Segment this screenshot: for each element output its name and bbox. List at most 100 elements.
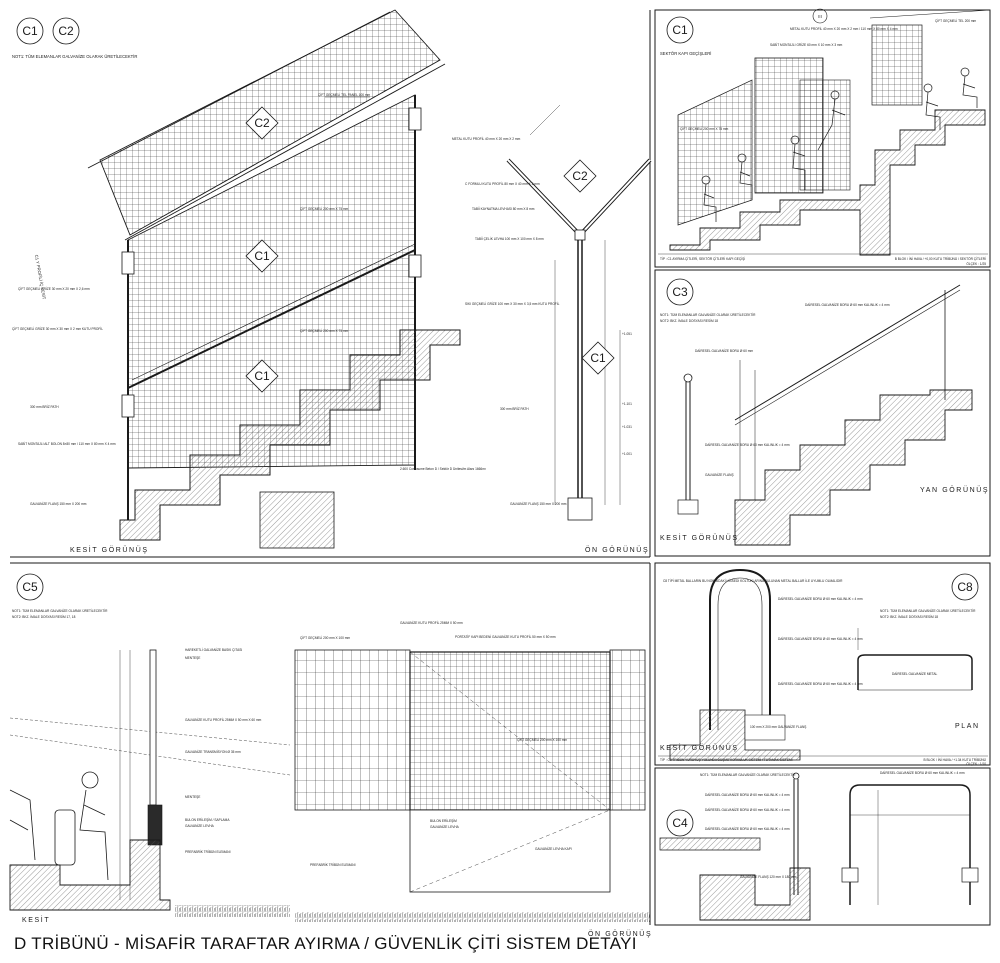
sheet-frames: [10, 9, 991, 926]
callout: ÇİFT GEÇMELİ GRİZE 30 mm X 30 mm X 2 mm …: [12, 326, 103, 331]
c1-front-tag: C1: [590, 351, 606, 365]
callout: ÇİFT GEÇMELİ 200 mm X 75 mm: [680, 126, 729, 131]
level-mark: +1.101: [622, 402, 632, 406]
callout: ÇİFT GEÇMELİ 200 mm X 100 mm: [517, 737, 567, 742]
callout: ÇİFT GEÇMELİ GRİZE 30 mm X 20 mm X 2,6 m…: [18, 286, 90, 291]
sheet5-callouts: C8 TİPİ METAL BALLARIN BU NOKTADAKİ HİSS…: [663, 578, 937, 729]
callout: DAİRESEL GALVANİZE BORU Ø 60 mm KALINLIK…: [778, 681, 863, 686]
sheet1-tag1: C1: [22, 24, 38, 38]
callout: ÇİFT GEÇMELİ TEL PANEL 100 mm: [318, 92, 371, 97]
sheet2-footer-left: TİP : C1 AYIRMA ÇİTLERİ, SEKTÖR ÇİTLERİ …: [660, 256, 745, 261]
callout: DAİRESEL GALVANİZE BORU Ø 40 mm KALINLIK…: [778, 636, 863, 641]
sheet-c5: C5 NOT1: TÜM ELEMANLAR GALVANİZE OLARAK …: [9, 573, 652, 938]
callout: GALVANİZE LEVHA: [430, 824, 460, 829]
callout: GALVANİZE FLANŞ 150 mm X 200 mm: [510, 501, 567, 506]
c1-stairs-section: [119, 329, 461, 541]
legend-hatch-swatch: [259, 491, 335, 549]
sheet4-section-label: KESİT: [22, 915, 50, 924]
callout: C FORMLU KUTU PROFİL 80 mm X 40 mm X 2 m…: [465, 181, 540, 186]
sheet1-scale-note: 2.600 Corrosume Beton D / Sektör D Ünite…: [400, 467, 486, 471]
callout: PREFABRİK TRİBÜN ELEMANI: [310, 862, 356, 867]
c2-front-tag: C2: [572, 169, 588, 183]
sheet5-tag: C8: [957, 580, 973, 594]
sheet1-tag2: C2: [58, 24, 74, 38]
sheet1-callouts: ÇİFT GEÇMELİ TEL PANEL 100 mm METAL KUTU…: [12, 92, 521, 506]
callout: DAİRESEL GALVANİZE BORU Ø 60 mm: [695, 348, 753, 353]
sheet-c4: C4 NOT1: TÜM ELEMANLAR GALVANİZE OLARAK …: [659, 770, 979, 921]
callout: MENTEŞE: [185, 656, 200, 660]
callout: GALVANİZE TRANSMİSYON Ø 35 mm: [185, 749, 241, 754]
callout: ÇİFT GEÇMELİ 200 mm X 75 mm: [300, 206, 349, 211]
callout: 300 mm BRİZ PATH: [30, 404, 59, 409]
sheet3-note2: NOT2: BKZ. İMALE DOSYASI RESİM 18: [660, 318, 718, 323]
front-view-callouts: C FORMLU KUTU PROFİL 80 mm X 40 mm X 2 m…: [465, 181, 632, 506]
c1-fence-panel: [121, 94, 422, 520]
callout: GALVANİZE KUTU PROFİL 25MM X 50 mm X 60 …: [185, 717, 262, 722]
callout: SIKI GEÇMELİ GRİZE 100 mm X 30 mm X 3,5 …: [465, 301, 560, 306]
sheet3-note1: NOT1: TÜM ELEMANLAR GALVANİZE OLARAK ÜRE…: [660, 312, 756, 317]
c1-lower-tag: C1: [254, 369, 270, 383]
spectator-figures: [701, 67, 978, 222]
callout: DAİRESEL GALVANİZE BORU Ø 60 mm KALINLIK…: [705, 807, 790, 812]
sheet6-note1: NOT1: TÜM ELEMANLAR GALVANİZE OLARAK ÜRE…: [700, 772, 796, 777]
callout: DAİRESEL GALVANİZE BORU Ø 60 mm KALINLIK…: [778, 596, 863, 601]
callout: DAİRESEL GALVANİZE BORU Ø 60 mm KALINLIK…: [705, 792, 790, 797]
sheet5-plan-label: PLAN: [955, 723, 980, 730]
sheet5-footer-left: TİP : C8 TRİBÜN YÜRÜYÜŞ YOLUNDA DÜŞME KO…: [660, 757, 793, 762]
callout: DAİRESEL GALVANİZE BORU Ø 60 mm KALINLIK…: [705, 826, 790, 831]
sheet2-footer-code: ÖLÇEK : 1/25: [966, 262, 986, 266]
callout: DAİRESEL GALVANİZE BORU Ø 60 mm KALINLIK…: [880, 770, 965, 775]
sheet3-side-label: YAN GÖRÜNÜŞ: [920, 486, 989, 494]
level-mark: +1.031: [622, 425, 632, 429]
callout: HAREKETLİ GALVANİZE BASKI ÇITASI: [185, 647, 242, 652]
callout: METAL KUTU PROFİL 40 mm X 20 mm X 2 mm: [452, 136, 521, 141]
callout: DAİRESEL GALVANİZE BORU Ø 60 mm KALINLIK…: [805, 302, 890, 307]
callout: TABİİ KAYNATMA LEVHASI 80 mm X 8 mm: [472, 206, 535, 211]
callout: GALVANİZE KUTU PROFİL 25MM X 50 mm: [400, 620, 463, 625]
callout: DAİRESEL GALVANİZE BORU Ø 60 mm KALINLIK…: [705, 442, 790, 447]
sheet5-footer-right: B BLOK / İNİ HAVA / +1.34 KUTU TRİBÜNÜ: [924, 757, 987, 762]
sheet5-note2: NOT2: BKZ. İMALE DOSYASI RESİM 18: [880, 614, 938, 619]
callout: ÇİFT GEÇMELİ 200 mm X 75 mm: [300, 328, 349, 333]
sheet3-section-label: KESİT GÖRÜNÜŞ: [660, 533, 739, 542]
c2-mid-tag: C2: [254, 116, 270, 130]
diamond-tags: [245, 106, 279, 393]
sheet1-front-label: ÖN GÖRÜNÜŞ: [585, 546, 649, 554]
sheet-c8: C8 NOT1: TÜM ELEMANLAR GALVANİZE OLARAK …: [658, 568, 988, 766]
callout: MENTEŞE: [185, 795, 200, 799]
sheet5-footer-code: ÖLÇEK : 1/10: [966, 762, 986, 766]
callout: ÇİFT GEÇMELİ 200 mm X 100 mm: [300, 635, 350, 640]
callout: PREFABRİK TRİBÜN ELEMANI: [185, 849, 231, 854]
sheet2-subtitle: SEKTÖR KAPI GEÇİŞLERİ: [660, 51, 711, 56]
sheet4-tag: C5: [22, 580, 38, 594]
sheet4-section-callouts: HAREKETLİ GALVANİZE BASKI ÇITASI MENTEŞE…: [185, 647, 262, 854]
sheet5-section-label: KESİT GÖRÜNÜŞ: [660, 743, 739, 752]
sheet4-front-label: ÖN GÖRÜNÜŞ: [588, 930, 652, 938]
drawing-title: D TRİBÜNÜ - MİSAFİR TARAFTAR AYIRMA / GÜ…: [14, 934, 637, 953]
sheet1-section-label: KESİT GÖRÜNÜŞ: [70, 545, 149, 554]
callout: SABİT MONTAJLI GRİZE 60 mm X 10 mm X 3 m…: [770, 42, 843, 47]
callout: DAİRESEL GALVANİZE METAL: [892, 671, 937, 676]
sheet5-note1: NOT1: TÜM ELEMANLAR GALVANİZE OLARAK ÜRE…: [880, 608, 976, 613]
tag-circle: [52, 17, 80, 45]
sheet-c3: C3 NOT1: TÜM ELEMANLAR GALVANİZE OLARAK …: [660, 278, 989, 546]
c2-front-view: [506, 104, 652, 521]
level-mark: +1.001: [622, 452, 632, 456]
seated-spectator: [9, 771, 109, 881]
callout: TABİİ ÇELİK LEVHA 100 mm X 100 mm X 8 mm: [475, 236, 544, 241]
sheet1-axis-label: C1 Y PROFİLİ İÇ KESİT: [34, 254, 47, 300]
sheet3-tag: C3: [672, 285, 688, 299]
callout: GALVANİZE LEVHA: [185, 823, 215, 828]
callout: BULON ERİLEŞİM: [430, 818, 457, 823]
callout: BULON ERİLEŞİM / SAPLAMA: [185, 817, 230, 822]
sheet2-circle-tag: III: [818, 14, 822, 19]
sheet4-note1: NOT1: TÜM ELEMANLAR GALVANİZE OLARAK ÜRE…: [12, 608, 108, 613]
sheet4-note2: NOT2: BKZ. İMALE DOSYASI RESİM 17, 18: [12, 614, 76, 619]
sheet-c1-gates: C1 SEKTÖR KAPI GEÇİŞLERİ III SABİT MONTA…: [658, 8, 991, 266]
callout: METAL KUTU PROFİL 40 mm X 20 mm X 2 mm /…: [790, 26, 898, 31]
callout: GALVANİZE FLANŞ: [705, 472, 734, 477]
callout: 100 mm X 200 mm GALVANİZE FLANŞ: [750, 724, 806, 729]
callout: GALVANİZE FLANŞ 150 mm X 200 mm: [30, 501, 87, 506]
level-mark: +1.051: [622, 332, 632, 336]
